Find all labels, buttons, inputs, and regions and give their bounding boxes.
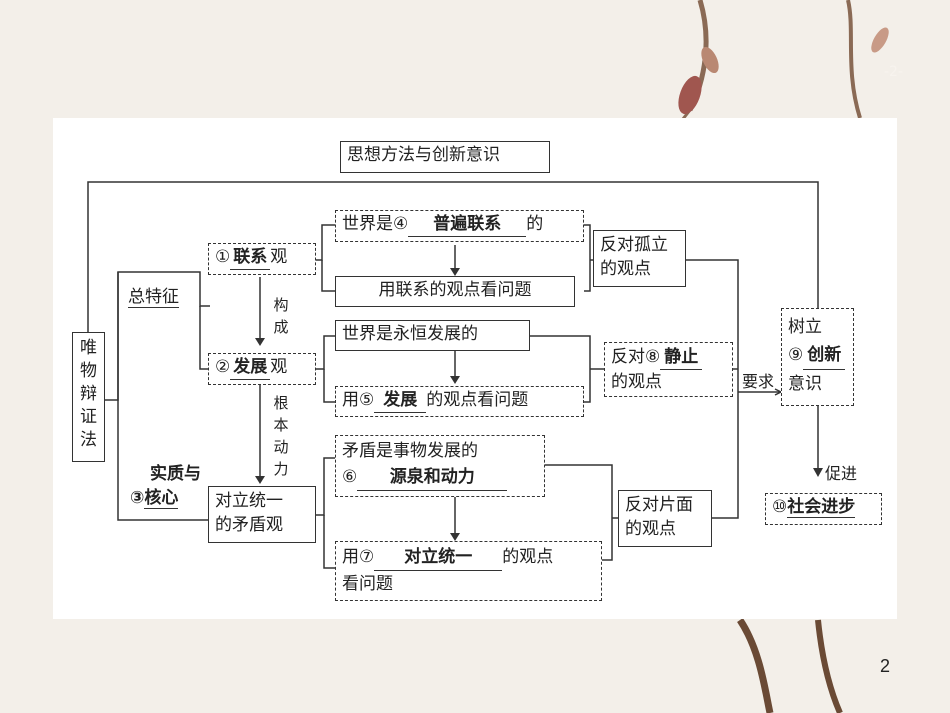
- general-feature-label: 总特征: [128, 282, 179, 308]
- promote-label: 促进: [825, 464, 858, 483]
- root-connector: [87, 181, 819, 332]
- page-mark: -2-: [884, 64, 904, 80]
- root-box: 思想方法与创新意识: [340, 141, 550, 173]
- constitute-label: 构成: [273, 296, 289, 336]
- diagram-panel: [53, 118, 897, 619]
- fundamental-force-label: 根本动力: [273, 394, 289, 478]
- page-number: 2: [880, 656, 891, 676]
- connection-perspective-box: 用联系的观点看问题: [335, 276, 575, 307]
- materialist-dialectics-box: 唯 物 辩 证 法: [72, 332, 105, 462]
- essence-core-label: 实质与 ③核心: [130, 464, 201, 509]
- oppose-onesided-box: 反对片面的观点: [618, 490, 712, 547]
- require-label: 要求: [742, 372, 775, 391]
- oppose-isolated-box: 反对孤立的观点: [593, 230, 686, 287]
- social-progress-box: ⑩社会进步: [765, 493, 882, 525]
- contradiction-view-box: 对立统一的矛盾观: [208, 486, 316, 543]
- world-development-box: 世界是永恒发展的: [335, 320, 530, 351]
